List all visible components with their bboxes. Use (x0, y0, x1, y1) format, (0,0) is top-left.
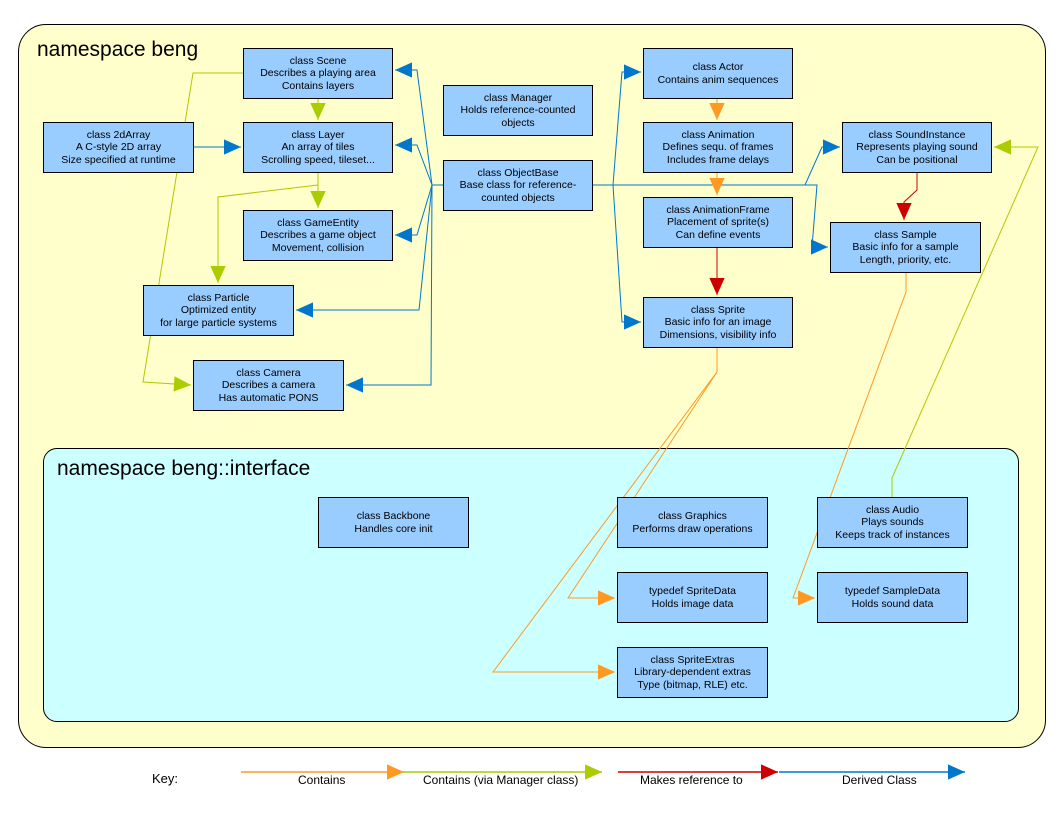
node-description: Contains anim sequences (657, 73, 779, 86)
node-description: Placement of sprite(s) (666, 216, 770, 229)
node-title: class Particle (187, 291, 250, 304)
arrowhead-icon (948, 764, 965, 780)
node-title: typedef SpriteData (649, 585, 736, 597)
node-title: class AnimationFrame (666, 203, 770, 216)
node-description: Describes a camera (221, 379, 316, 392)
key-title: Key: (152, 771, 179, 786)
node-title: class Manager (483, 91, 553, 104)
node-description: An array of tiles (281, 141, 355, 154)
node-description: Basic info for a sample (852, 241, 959, 254)
key-label-contains-via-manager: Contains (via Manager class) (423, 773, 579, 787)
node-title: class Audio (865, 503, 920, 516)
node-description: Library-dependent extras (634, 666, 751, 679)
node-title: class SoundInstance (868, 128, 966, 141)
node-title: class GameEntity (277, 216, 359, 229)
node-description: counted objects (481, 191, 555, 204)
node-description: Holds image data (651, 597, 734, 610)
node-description: objects (501, 116, 535, 129)
node-description: Optimized entity (180, 304, 257, 317)
arrowhead-icon (585, 764, 602, 780)
node-title: class Backbone (356, 510, 431, 522)
node-description: Handles core init (354, 522, 433, 535)
node-title: class Animation (681, 128, 755, 141)
node-description: Performs draw operations (632, 522, 753, 535)
node-title: class 2dArray (86, 128, 151, 141)
node-description: Type (bitmap, RLE) etc. (637, 678, 748, 691)
key-label-contains: Contains (298, 773, 346, 787)
node-description: A C-style 2D array (75, 141, 162, 154)
node-title: class Sprite (690, 303, 746, 316)
node-title: class SpriteExtras (650, 653, 735, 666)
node-description: Size specified at runtime (61, 153, 176, 166)
node-description: Includes frame delays (666, 153, 770, 166)
node-title: class Sample (874, 228, 937, 241)
node-description: Movement, collision (271, 241, 365, 254)
namespace-interface-title: namespace beng::interface (57, 457, 311, 480)
node-description: Can be positional (876, 153, 958, 166)
node-description: Dimensions, visibility info (659, 328, 777, 341)
node-title: class ObjectBase (477, 166, 559, 179)
node-description: Length, priority, etc. (859, 253, 952, 266)
key-label-makes-reference: Makes reference to (640, 773, 743, 787)
key-label-derived-class: Derived Class (842, 773, 917, 787)
node-description: Base class for reference- (459, 179, 577, 192)
node-description: Represents playing sound (856, 141, 978, 154)
node-description: Holds reference-counted (460, 104, 576, 117)
node-description: Holds sound data (851, 597, 934, 610)
node-description: Keeps track of instances (835, 528, 950, 541)
node-title: class Graphics (658, 510, 727, 522)
arrowhead-icon (761, 764, 778, 780)
namespace-beng-title: namespace beng (37, 38, 199, 61)
node-title: class Actor (692, 61, 744, 73)
node-description: Scrolling speed, tileset... (261, 153, 375, 166)
node-description: Basic info for an image (664, 316, 772, 329)
node-description: Describes a playing area (260, 67, 376, 80)
node-description: Has automatic PONS (218, 391, 319, 404)
node-description: Can define events (675, 228, 761, 241)
node-title: class Scene (289, 54, 347, 67)
node-title: class Layer (291, 128, 345, 141)
node-description: Defines sequ. of frames (662, 141, 774, 154)
node-description: for large particle systems (160, 316, 277, 329)
node-title: class Camera (236, 366, 301, 379)
arrowhead-icon (387, 764, 404, 780)
node-description: Plays sounds (861, 516, 924, 529)
node-description: Describes a game object (260, 229, 376, 242)
node-title: typedef SampleData (844, 585, 941, 597)
node-description: Contains layers (281, 79, 355, 92)
